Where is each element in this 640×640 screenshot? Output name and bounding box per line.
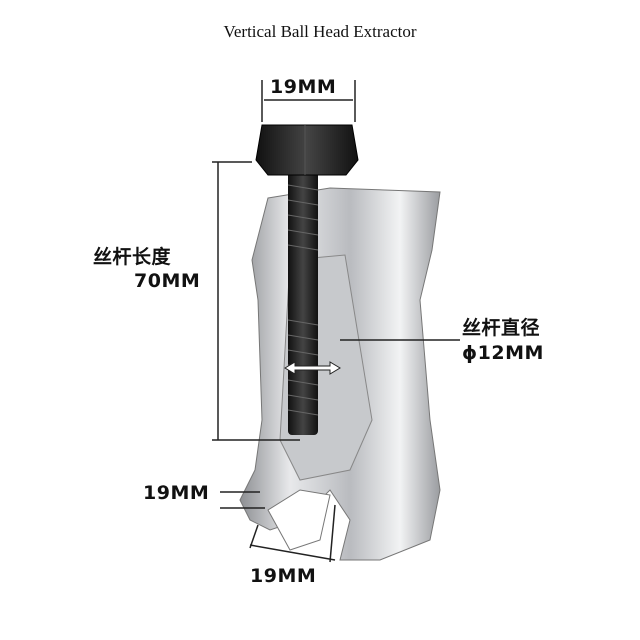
screw-length-cn-label: 丝杆长度 (93, 246, 172, 268)
bolt-hex-head (255, 124, 359, 176)
screw-diameter-cn-label: 丝杆直径 (462, 317, 541, 339)
screw-length-label: 70MM (134, 270, 201, 292)
jaw-height-label: 19MM (143, 482, 210, 504)
head-width-label: 19MM (270, 76, 337, 98)
screw-diameter-label: ϕ12MM (462, 342, 544, 364)
image-title: Vertical Ball Head Extractor (223, 22, 417, 41)
jaw-opening (267, 489, 331, 551)
dimension-lines (212, 80, 460, 563)
bolt-thread (288, 165, 318, 435)
diameter-arrow (284, 361, 341, 375)
jaw-opening-label: 19MM (250, 565, 317, 587)
